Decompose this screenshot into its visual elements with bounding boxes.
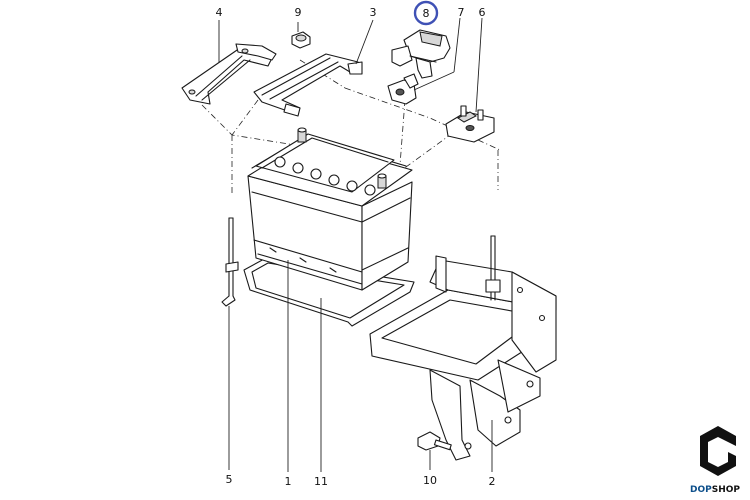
callout-1: 1 — [285, 475, 292, 488]
part-1-battery — [247, 127, 413, 291]
svg-text:DOPSHOP: DOPSHOP — [690, 485, 740, 495]
callout-4: 4 — [216, 6, 223, 19]
callout-leader-lines — [218, 17, 493, 472]
callout-5: 5 — [226, 473, 233, 486]
battery-terminal-posts — [297, 127, 387, 189]
part-6-terminal-block — [445, 105, 495, 143]
part-3-clamp-bar — [253, 53, 363, 117]
part-4-hold-down-bracket — [181, 43, 277, 105]
battery-cell-caps — [274, 156, 376, 196]
callout-2: 2 — [489, 475, 496, 488]
part-7-terminal-clamp — [387, 73, 419, 105]
logo-text-dop: DOP — [690, 485, 712, 495]
highlight-ring — [413, 0, 439, 26]
callout-9: 9 — [295, 6, 302, 19]
part-8-terminal-connector — [391, 29, 451, 79]
part-2-battery-tray — [369, 235, 557, 461]
callout-8: 8 — [423, 7, 430, 20]
part-9-nut — [291, 31, 311, 49]
dopshop-logo: DOPSHOP — [690, 426, 740, 495]
logo-text-shop: SHOP — [712, 485, 741, 495]
part-5-hold-down-rod — [221, 217, 239, 307]
callout-10: 10 — [423, 474, 437, 487]
callout-11: 11 — [314, 475, 328, 488]
callout-7: 7 — [458, 6, 465, 19]
dopshop-logo-mark — [700, 426, 736, 476]
callout-labels: 4 9 3 8 7 6 5 1 11 10 2 — [216, 6, 496, 488]
callout-3: 3 — [370, 6, 377, 19]
part-10-bolt — [417, 431, 452, 451]
callout-6: 6 — [479, 6, 486, 19]
